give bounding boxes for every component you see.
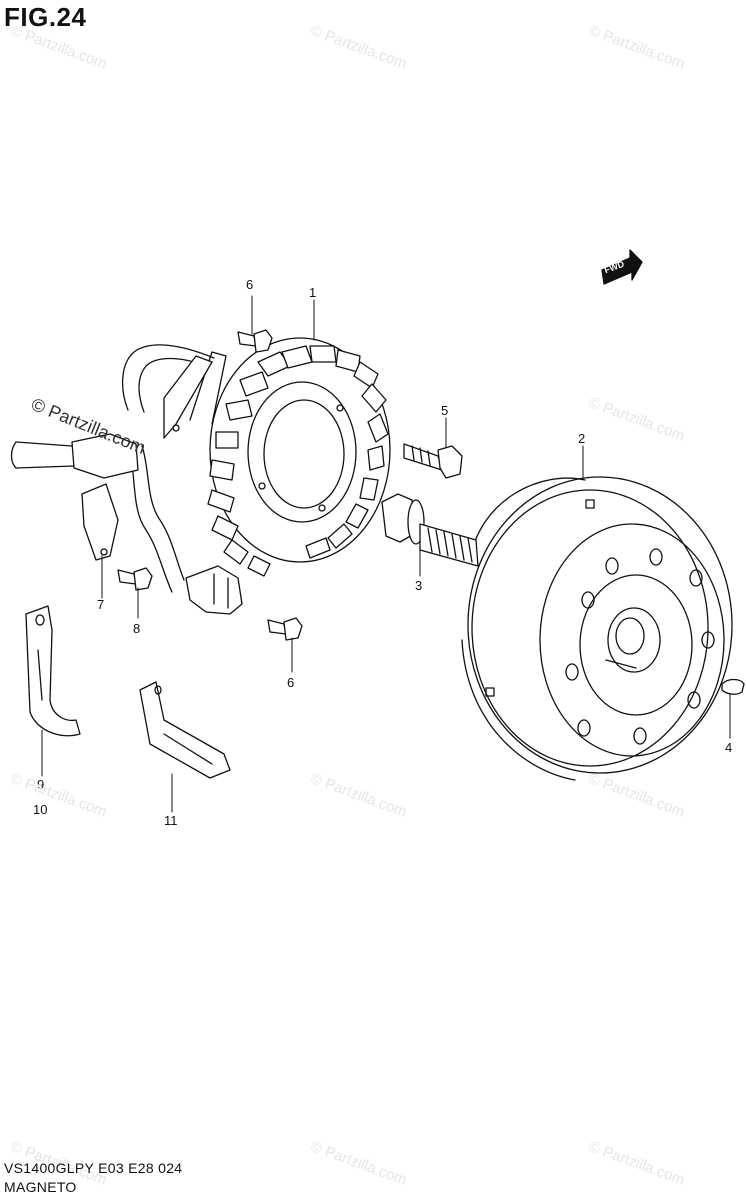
- woodruff-key: [721, 678, 745, 695]
- forward-direction-arrow: [601, 249, 643, 285]
- leader-lines: [41, 295, 731, 813]
- callout-9: 9: [37, 777, 45, 792]
- callout-10: 10: [33, 802, 48, 817]
- figure-title: FIG.24: [4, 2, 87, 32]
- screw-upper: [237, 329, 273, 353]
- callout-5: 5: [441, 403, 449, 418]
- stator-wiring-harness: [10, 344, 243, 615]
- wire-clamp: [81, 483, 119, 561]
- screw-lower: [267, 617, 303, 641]
- callout-6-upper: 6: [246, 277, 254, 292]
- callout-2: 2: [578, 431, 586, 446]
- callout-11: 11: [164, 813, 178, 828]
- callout-8: 8: [133, 621, 141, 636]
- harness-clamp: [25, 605, 81, 737]
- footer-model-code: VS1400GLPY E03 E28 024: [4, 1160, 183, 1176]
- flywheel-rotor: [461, 476, 733, 781]
- callout-1: 1: [309, 285, 317, 300]
- callout-3: 3: [415, 578, 423, 593]
- clamp-screw: [117, 567, 153, 591]
- callout-4: 4: [725, 740, 733, 755]
- stator-bolt: [403, 443, 463, 479]
- callout-7: 7: [97, 597, 105, 612]
- callout-6-lower: 6: [287, 675, 295, 690]
- footer-section-name: MAGNETO: [4, 1179, 77, 1195]
- flywheel-bolt: [381, 493, 479, 567]
- stator-assembly: [207, 337, 391, 577]
- harness-bracket: [139, 681, 231, 779]
